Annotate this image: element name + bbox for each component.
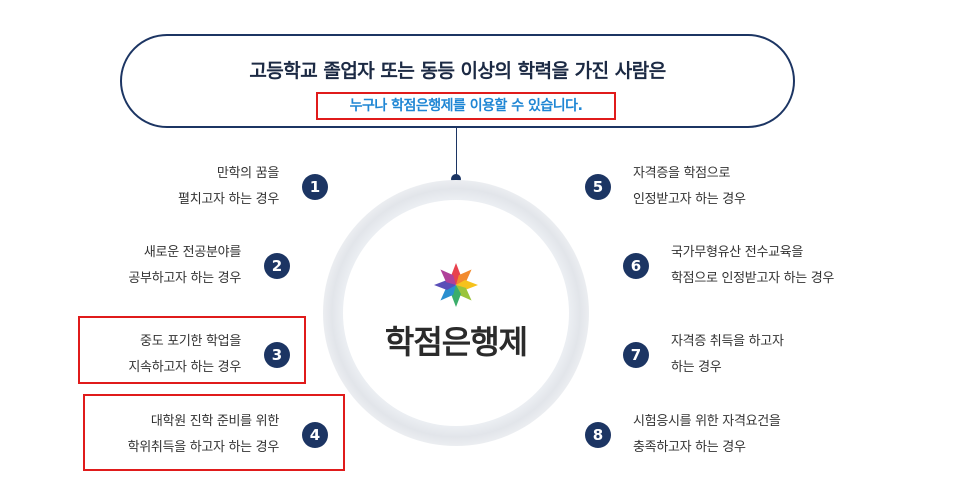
item-2-text: 새로운 전공분야를 공부하고자 하는 경우	[128, 240, 241, 292]
item-2-badge: 2	[264, 253, 290, 279]
item-8-line2: 충족하고자 하는 경우	[633, 440, 746, 455]
item-3-line1: 중도 포기한 학업을	[140, 334, 241, 349]
item-3-line2: 지속하고자 하는 경우	[128, 360, 241, 375]
logo-text: 학점은행제	[384, 323, 528, 361]
item-3-text: 중도 포기한 학업을 지속하고자 하는 경우	[128, 329, 241, 381]
item-6-text: 국가무형유산 전수교육을 학점으로 인정받고자 하는 경우	[671, 240, 834, 292]
item-6-line1: 국가무형유산 전수교육을	[671, 245, 804, 260]
item-8-text: 시험응시를 위한 자격요건을 충족하고자 하는 경우	[633, 409, 781, 461]
item-2-line2: 공부하고자 하는 경우	[128, 271, 241, 286]
item-5-line2: 인정받고자 하는 경우	[633, 192, 746, 207]
item-6-line2: 학점으로 인정받고자 하는 경우	[671, 271, 835, 286]
item-4-line2: 학위취득을 하고자 하는 경우	[127, 440, 280, 455]
item-1-badge: 1	[302, 174, 328, 200]
item-3-badge: 3	[264, 342, 290, 368]
item-1-text: 만학의 꿈을 펼치고자 하는 경우	[178, 161, 279, 213]
item-6-badge: 6	[623, 253, 649, 279]
item-7-badge: 7	[623, 342, 649, 368]
item-4-highlight-box	[83, 394, 345, 471]
connector-line	[456, 128, 457, 178]
item-1-line2: 펼치고자 하는 경우	[178, 192, 279, 207]
item-7-line2: 하는 경우	[671, 360, 722, 375]
item-3-highlight-box	[78, 316, 306, 384]
header-title: 고등학교 졸업자 또는 동등 이상의 학력을 가진 사람은	[249, 60, 666, 82]
item-5-badge: 5	[585, 174, 611, 200]
item-5-text: 자격증을 학점으로 인정받고자 하는 경우	[633, 161, 746, 213]
connector-dot	[451, 174, 461, 184]
item-2-line1: 새로운 전공분야를	[143, 245, 241, 260]
header-banner: 고등학교 졸업자 또는 동등 이상의 학력을 가진 사람은 누구나 학점은행제를…	[120, 34, 795, 128]
header-subtitle: 누구나 학점은행제를 이용할 수 있습니다.	[316, 92, 616, 120]
item-4-text: 대학원 진학 준비를 위한 학위취득을 하고자 하는 경우	[127, 409, 280, 461]
item-8-badge: 8	[585, 422, 611, 448]
center-circle	[343, 200, 569, 426]
item-8-line1: 시험응시를 위한 자격요건을	[633, 414, 781, 429]
item-5-line1: 자격증을 학점으로	[633, 166, 731, 181]
item-1-line1: 만학의 꿈을	[216, 166, 279, 181]
item-7-line1: 자격증 취득을 하고자	[671, 334, 784, 349]
item-4-line1: 대학원 진학 준비를 위한	[150, 414, 279, 429]
item-7-text: 자격증 취득을 하고자 하는 경우	[671, 329, 784, 381]
flower-logo-icon	[434, 263, 478, 307]
item-4-badge: 4	[302, 422, 328, 448]
